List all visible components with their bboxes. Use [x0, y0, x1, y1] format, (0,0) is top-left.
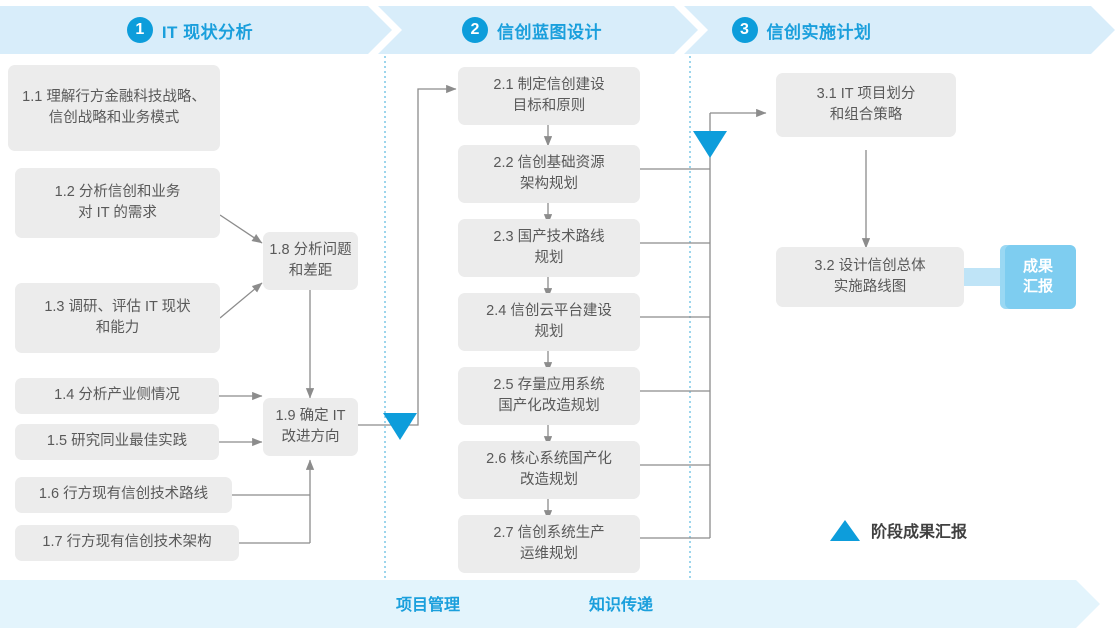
process-box-1-8[interactable]: 1.8 分析问题 和差距 [263, 232, 358, 290]
process-box-2-1[interactable]: 2.1 制定信创建设 目标和原则 [458, 67, 640, 125]
legend-label: 阶段成果汇报 [871, 524, 968, 541]
process-box-1-7[interactable]: 1.7 行方现有信创技术架构 [15, 525, 239, 561]
bottom-track-band: 项目管理 知识传递 [0, 580, 1115, 628]
phase-header-3[interactable]: 3 信创实施计划 [684, 6, 1115, 54]
process-box-1-3[interactable]: 1.3 调研、评估 IT 现状 和能力 [15, 283, 220, 353]
process-box-1-5[interactable]: 1.5 研究同业最佳实践 [15, 424, 219, 460]
process-box-1-1[interactable]: 1.1 理解行方金融科技战略、 信创战略和业务模式 [8, 65, 220, 151]
process-box-2-6[interactable]: 2.6 核心系统国产化 改造规划 [458, 441, 640, 499]
process-box-3-2[interactable]: 3.2 设计信创总体 实施路线图 [776, 247, 964, 307]
process-box-3-1[interactable]: 3.1 IT 项目划分 和组合策略 [776, 73, 956, 137]
process-box-1-2[interactable]: 1.2 分析信创和业务 对 IT 的需求 [15, 168, 220, 238]
process-box-1-9[interactable]: 1.9 确定 IT 改进方向 [263, 398, 358, 456]
phase-title: IT 现状分析 [161, 22, 254, 42]
process-box-1-4[interactable]: 1.4 分析产业侧情况 [15, 378, 219, 414]
process-box-2-4[interactable]: 2.4 信创云平台建设 规划 [458, 293, 640, 351]
bottom-track-shape [0, 580, 1100, 628]
process-box-2-5[interactable]: 2.5 存量应用系统 国产化改造规划 [458, 367, 640, 425]
phase-number-badge: 1 [126, 17, 153, 43]
phase-title: 信创蓝图设计 [497, 22, 602, 42]
process-box-2-2[interactable]: 2.2 信创基础资源 架构规划 [458, 145, 640, 203]
deliverable-box[interactable]: 成果 汇报 [1000, 245, 1076, 309]
milestone-triangle-phase1 [383, 413, 417, 440]
milestone-triangle-icon [830, 519, 860, 541]
milestone-triangle-phase2 [693, 131, 727, 158]
phase-title: 信创实施计划 [766, 22, 872, 42]
bottom-label-project-management: 项目管理 [396, 597, 461, 614]
phase-header-1[interactable]: 1 IT 现状分析 [0, 6, 392, 54]
process-box-2-7[interactable]: 2.7 信创系统生产 运维规划 [458, 515, 640, 573]
phase-header-band: 1 IT 现状分析 2 信创蓝图设计 3 信创实施计划 [0, 6, 1115, 54]
phase-number-badge: 3 [731, 17, 758, 43]
process-box-2-3[interactable]: 2.3 国产技术路线 规划 [458, 219, 640, 277]
legend-milestone: 阶段成果汇报 [830, 518, 967, 542]
process-box-1-6[interactable]: 1.6 行方现有信创技术路线 [15, 477, 232, 513]
phase-number-badge: 2 [462, 17, 488, 43]
bottom-label-knowledge-transfer: 知识传递 [589, 597, 654, 614]
phase-header-2[interactable]: 2 信创蓝图设计 [378, 6, 698, 54]
